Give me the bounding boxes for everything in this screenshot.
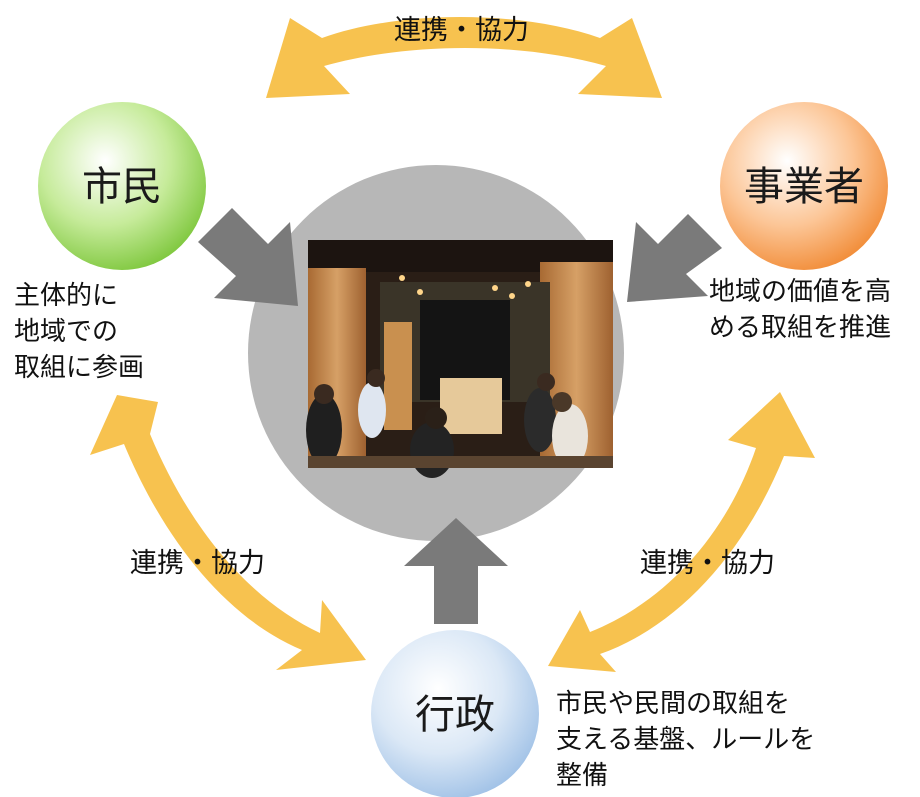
- arrow-right-collab: [548, 392, 815, 672]
- business-description: 地域の価値を高 める取組を推進: [709, 274, 891, 346]
- citizens-description-line: 主体的に: [14, 281, 119, 311]
- arrow-citizens-to-center: [198, 208, 298, 306]
- government-description-line: 支える基盤、ルールを: [556, 725, 816, 755]
- arrow-business-to-center: [627, 214, 722, 302]
- business-label: 事業者: [744, 164, 864, 210]
- citizens-description-line: 地域での: [14, 317, 119, 347]
- arrow-left-collab: [90, 395, 366, 670]
- citizens-description-line: 取組に参画: [14, 353, 145, 383]
- government-description: 市民や民間の取組を 支える基盤、ルールを 整備: [556, 686, 815, 794]
- collab-label-right: 連携・協力: [640, 548, 775, 579]
- arrow-government-to-center: [404, 518, 508, 624]
- arrow-top-collab: [266, 17, 662, 98]
- citizens-description: 主体的に 地域での 取組に参画: [14, 278, 144, 386]
- business-description-line: める取組を推進: [709, 313, 892, 343]
- government-description-line: 市民や民間の取組を: [556, 689, 791, 719]
- citizens-circle: [38, 102, 206, 270]
- center-photo: [306, 240, 613, 478]
- government-circle: [371, 630, 539, 797]
- government-label: 行政: [415, 692, 495, 738]
- business-description-line: 地域の価値を高: [709, 277, 892, 307]
- citizens-label: 市民: [82, 164, 162, 210]
- government-description-line: 整備: [556, 761, 609, 791]
- business-circle: [720, 102, 888, 270]
- collab-label-top: 連携・協力: [394, 15, 529, 46]
- collab-label-left: 連携・協力: [130, 548, 265, 579]
